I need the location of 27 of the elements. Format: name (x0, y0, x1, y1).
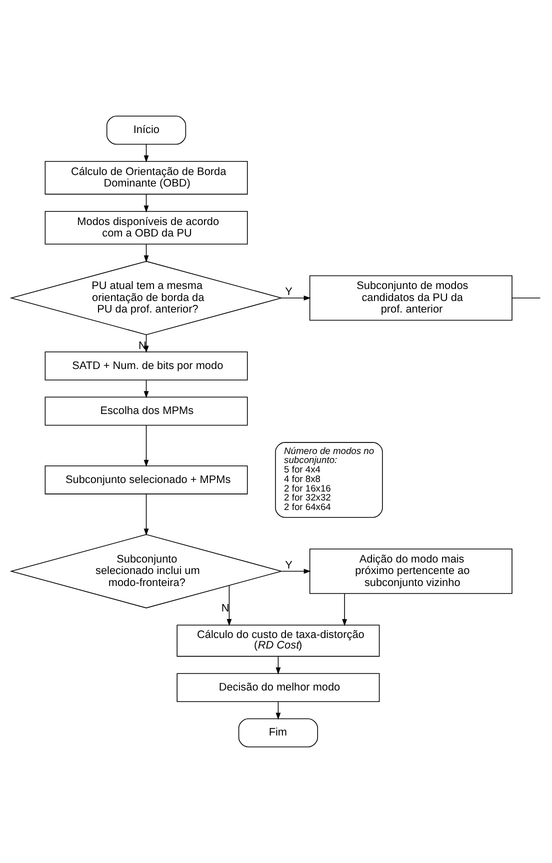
arrow (276, 656, 281, 674)
node-box: Decisão do melhor modo (176, 673, 380, 702)
node-box: Número de modos no subconjunto: 5 for 4x4 4 for 8x8 2 for 16x16 2 for 32x32 2 for 64x64 (275, 442, 383, 518)
arrow (144, 380, 149, 398)
node-box: Cálculo do custo de taxa-distorção (RD Cost) (176, 624, 380, 657)
arrow (276, 701, 281, 720)
node-box: Fim (238, 718, 318, 748)
arrow (281, 296, 311, 300)
arrow (144, 194, 149, 213)
node-box: Modos disponíveis de acordo com a OBD da PU (44, 210, 248, 245)
node-box: Início (106, 116, 186, 145)
arrow (144, 244, 149, 262)
edge-label: Y (285, 559, 292, 572)
node-box: Adição do modo mais próximo pertencente ao subconjunto vizinho (309, 548, 512, 594)
node-box: Subconjunto de modos candidatos da PU da prof. anterior (309, 275, 512, 321)
node-box: Subconjunto selecionado + MPMs (44, 465, 248, 494)
arrow (226, 585, 232, 626)
arrow (144, 494, 149, 536)
arrow (342, 593, 348, 626)
node-diamond: PU atual tem a mesma orientação de borda da PU da prof. anterior? (10, 260, 283, 336)
edge-label: Y (285, 286, 292, 298)
arrow (144, 144, 149, 162)
node-box: Cálculo de Orientação de Borda Dominante (OBD) (44, 161, 248, 195)
arrow (144, 425, 149, 467)
node-box: SATD + Num. de bits por modo (44, 351, 248, 380)
node-box: Escolha dos MPMs (44, 396, 248, 426)
arrow (281, 568, 311, 574)
